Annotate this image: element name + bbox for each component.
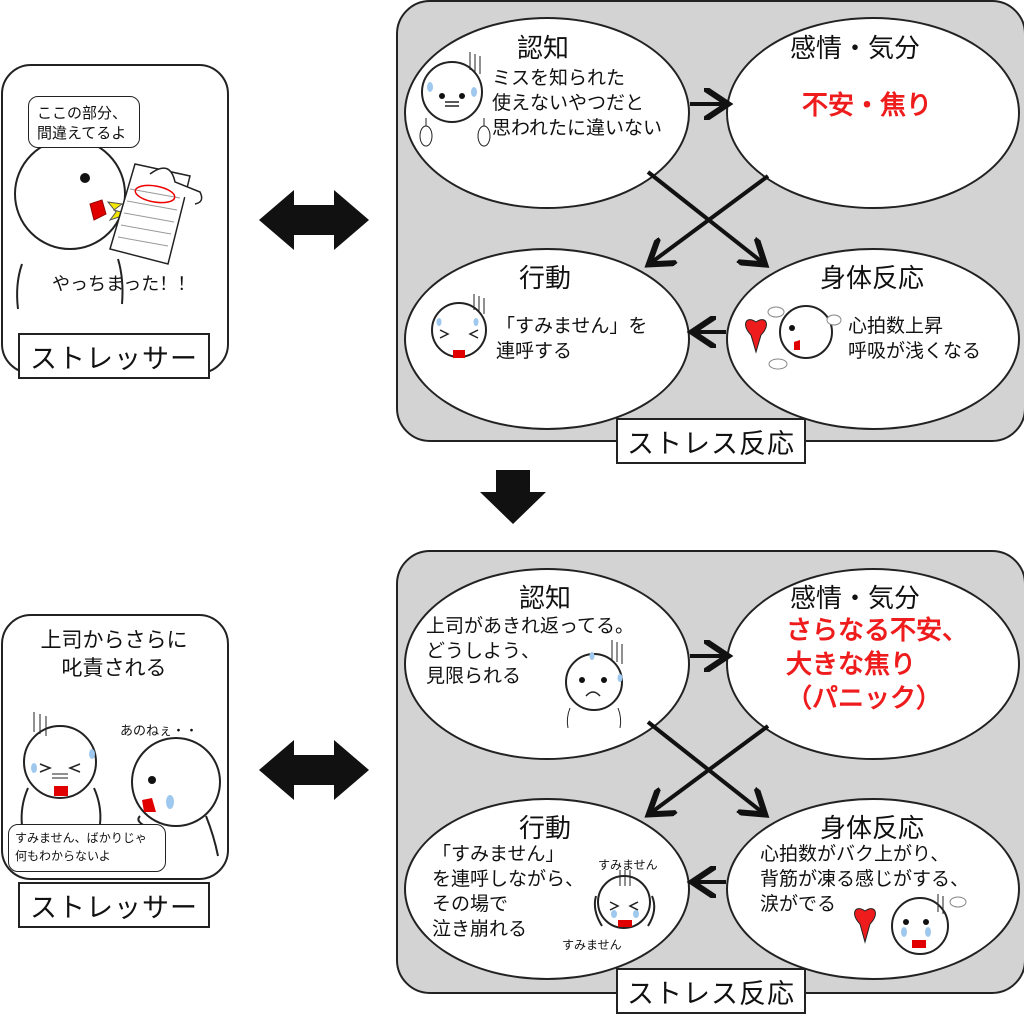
bottom-cognition-text: 上司があきれ返ってる。 どうしよう、 見限られる [426,615,635,687]
bottom-stressor-figures [20,712,221,857]
top-stressor-label: ストレッサー [18,333,210,379]
top-cognition-title: 認知 [517,34,570,64]
bottom-cognition-title: 認知 [519,584,572,614]
top-stressor-figure [0,64,226,364]
top-stressor-exclaim: やっちまった！！ [52,274,196,295]
top-body-figure-icon [745,305,842,370]
top-emotion-title: 感情・気分 [790,34,921,64]
top-body-ellipse [726,248,1020,430]
bottom-behavior-crying-face-icon [593,870,656,929]
bottom-arrow-cognition-body [646,720,762,812]
top-emotion-ellipse [726,17,1020,209]
bottom-reaction-arrows [396,550,1022,990]
top-behavior-text: 「すみません」を 連呼する [496,315,648,362]
bottom-stressor-label: ストレッサー [18,882,210,928]
bottom-arrow-emotion-behavior [652,724,770,812]
bottom-stressor-caption: 上司からさらに 叱責される [40,628,188,680]
top-reaction-label: ストレス反応 [616,418,806,464]
bottom-double-arrow-icon [259,740,369,800]
top-stressor-speech-bubble: ここの部分、 間違えてるよ [28,96,140,148]
bottom-cognition-face-icon [565,640,623,729]
bottom-stressor-boss-speech: あのねぇ・・ [120,724,199,739]
down-arrow-icon [480,470,546,524]
top-body-title: 身体反応 [820,264,925,294]
top-reaction-arrows [396,0,1022,438]
bottom-emotion-title: 感情・気分 [790,584,921,614]
top-emotion-text: 不安・焦り [802,91,933,121]
bottom-stressor-speech-bubble: すみません、ばかりじゃ 何もわからないよ [8,824,166,872]
bottom-cognition-ellipse [404,568,690,760]
top-behavior-face-icon [431,294,487,358]
bottom-body-title: 身体反応 [820,814,925,844]
top-double-arrow-icon [259,190,369,250]
top-arrow-cognition-body [646,170,762,262]
top-body-text: 心拍数上昇 呼吸が浅くなる [848,315,982,362]
bottom-body-text: 心拍数がバク上がり、 背筋が凍る感じがする、 涙がでる [760,843,970,915]
bottom-body-ellipse [726,798,1020,980]
bottom-body-figure-icon [854,894,967,955]
top-behavior-title: 行動 [519,264,572,294]
bottom-behavior-sumimasen-bottom: すみません [562,938,622,952]
bottom-behavior-text: 「すみません」 を連呼しながら、 その場で 泣き崩れる [432,843,585,940]
top-arrow-emotion-behavior [652,174,770,262]
bottom-behavior-sumimasen-top: すみません [598,858,658,872]
bottom-behavior-title: 行動 [519,814,572,844]
bottom-emotion-text: さらなる不安、 大きな焦り （パニック） [786,616,969,714]
top-cognition-text: ミスを知られた 使えないやつだと 思われたに違いない [492,67,663,139]
top-cognition-face-icon [419,52,491,147]
bottom-reaction-label: ストレス反応 [616,968,806,1014]
